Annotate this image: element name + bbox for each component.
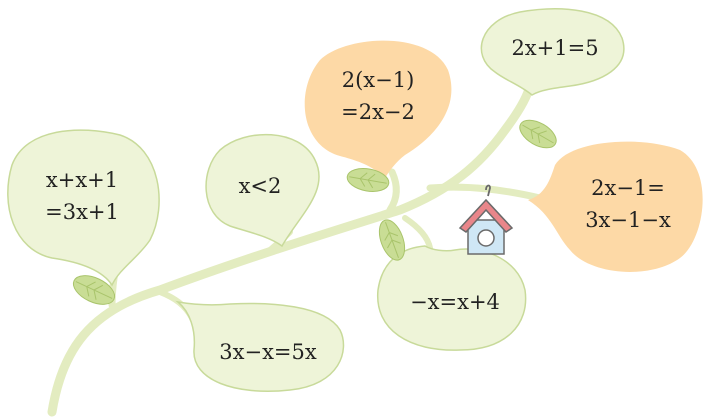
bubble-shape-2 bbox=[205, 133, 320, 248]
bubble-shape-6 bbox=[377, 245, 527, 351]
bubble-shape-7 bbox=[175, 300, 345, 392]
leaf-icon bbox=[72, 275, 116, 305]
bubble-b6-line-1: −x=x+4 bbox=[410, 290, 500, 314]
bubble-b5-text: 2x−1= 3x−1−x bbox=[563, 172, 693, 236]
bubble-b5-line-2: 3x−1−x bbox=[585, 208, 671, 232]
twig-to-birdhouse bbox=[426, 183, 544, 202]
bubble-b2-text: x<2 bbox=[210, 170, 310, 202]
bubble-b1-text: x+x+1 =3x+1 bbox=[22, 164, 142, 228]
bubble-b6-text: −x=x+4 bbox=[390, 286, 520, 318]
twig-down bbox=[402, 215, 433, 251]
bubble-b3-line-1: 2(x−1) bbox=[341, 68, 415, 92]
leaves bbox=[72, 119, 557, 305]
bubble-b3-line-2: =2x−2 bbox=[341, 100, 415, 124]
bubble-b1-line-2: =3x+1 bbox=[45, 200, 119, 224]
bubble-b1-line-1: x+x+1 bbox=[45, 168, 119, 192]
bubble-shape-3 bbox=[304, 40, 452, 179]
leaf-icon bbox=[346, 168, 390, 192]
bubble-shapes bbox=[7, 8, 703, 392]
bubble-b2-line-1: x<2 bbox=[238, 174, 282, 198]
bubble-b5-line-1: 2x−1= bbox=[591, 176, 665, 200]
leaf-icon bbox=[519, 119, 557, 149]
main-branch bbox=[47, 80, 535, 417]
leaf-icon bbox=[378, 219, 406, 261]
bubble-b3-text: 2(x−1) =2x−2 bbox=[318, 64, 438, 128]
bubble-shape-5 bbox=[528, 141, 703, 272]
bubble-b7-text: 3x−x=5x bbox=[198, 336, 338, 368]
bubble-b4-text: 2x+1=5 bbox=[490, 32, 620, 64]
bubble-b7-line-1: 3x−x=5x bbox=[219, 340, 317, 364]
bubble-shape-1 bbox=[7, 129, 160, 287]
birdhouse-icon bbox=[458, 184, 514, 255]
bubble-b4-line-1: 2x+1=5 bbox=[511, 36, 599, 60]
twig-center bbox=[386, 168, 400, 214]
bubble-shape-4 bbox=[480, 8, 625, 96]
